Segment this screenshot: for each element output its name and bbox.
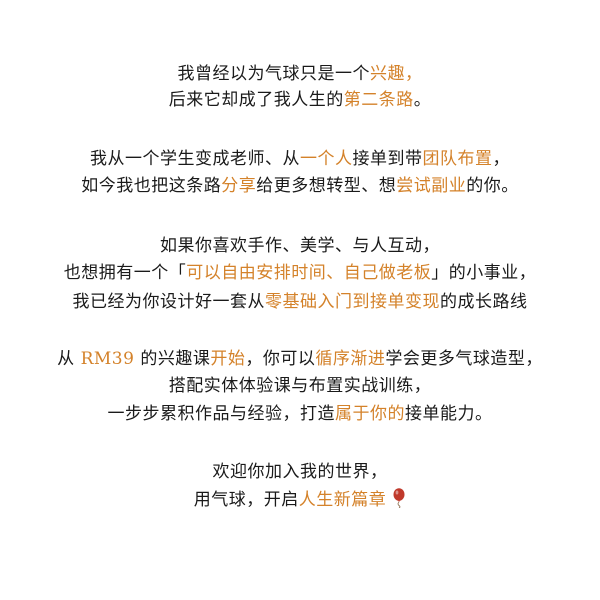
highlighted-text: RM39	[80, 349, 135, 369]
text-segment: 给更多想转型、想	[256, 176, 397, 196]
balloon-icon	[392, 488, 406, 515]
text-segment: ，你可以	[245, 349, 316, 369]
text-line: 如今我也把这条路分享给更多想转型、想尝试副业的你。	[0, 174, 600, 198]
text-line: 我从一个学生变成老师、从一个人接单到带团队布置，	[0, 147, 600, 171]
text-segment: 的你。	[466, 176, 519, 196]
text-segment: 一步步累积作品与经验，打造	[107, 404, 335, 424]
text-segment: 我已经为你设计好一套从	[72, 292, 265, 312]
highlighted-text: 零基础入门到接单变现	[265, 292, 440, 312]
highlighted-text: 第二条路	[343, 90, 414, 110]
text-segment: 接单到带	[352, 149, 423, 169]
highlighted-text: 兴趣，	[370, 64, 423, 84]
text-segment: 用气球，开启	[193, 490, 299, 510]
text-line: 从 RM39 的兴趣课开始，你可以循序渐进学会更多气球造型，	[0, 347, 600, 371]
highlighted-text: 属于你的	[335, 404, 405, 424]
text-segment: 欢迎你加入我的世界，	[212, 462, 388, 482]
text-line: 一步步累积作品与经验，打造属于你的接单能力。	[0, 402, 600, 426]
text-segment: 如果你喜欢手作、美学、与人互动，	[160, 236, 440, 256]
text-segment: 的成长路线	[440, 292, 528, 312]
highlighted-text: 人生新篇章	[298, 490, 387, 510]
text-line: 我已经为你设计好一套从零基础入门到接单变现的成长路线	[0, 290, 600, 314]
highlighted-text: 团队布置	[422, 149, 493, 169]
highlighted-text: 开始	[210, 349, 246, 369]
highlighted-text: 尝试副业	[396, 176, 467, 196]
text-line: 我曾经以为气球只是一个兴趣，	[0, 62, 600, 86]
highlighted-text: 分享	[221, 176, 257, 196]
text-line: 也想拥有一个「可以自由安排时间、自己做老板」的小事业，	[0, 261, 600, 285]
highlighted-text: 循序渐进	[315, 349, 386, 369]
text-segment: 的兴趣课	[134, 349, 211, 369]
text-line: 如果你喜欢手作、美学、与人互动，	[0, 234, 600, 258]
text-line: 欢迎你加入我的世界，	[0, 460, 600, 484]
text-segment: 后来它却成了我人生的	[168, 90, 344, 110]
text-segment: 从	[57, 349, 81, 369]
text-line: 用气球，开启人生新篇章	[0, 488, 600, 515]
text-segment: 接单能力。	[405, 404, 493, 424]
text-segment: 。	[413, 90, 432, 110]
text-segment: 」的小事业，	[431, 263, 537, 283]
text-line: 搭配实体体验课与布置实战训练，	[0, 374, 600, 398]
highlighted-text: 一个人	[300, 149, 353, 169]
text-segment: 我从一个学生变成老师、从	[90, 149, 300, 169]
text-segment: 搭配实体体验课与布置实战训练，	[168, 376, 432, 396]
text-segment: ，	[492, 149, 510, 169]
text-segment: 学会更多气球造型，	[385, 349, 543, 369]
text-segment: 如今我也把这条路	[81, 176, 222, 196]
highlighted-text: 可以自由安排时间、自己做老板	[186, 263, 432, 283]
text-segment: 我曾经以为气球只是一个	[177, 64, 370, 84]
text-line: 后来它却成了我人生的第二条路。	[0, 88, 600, 112]
text-segment: 也想拥有一个「	[63, 263, 187, 283]
